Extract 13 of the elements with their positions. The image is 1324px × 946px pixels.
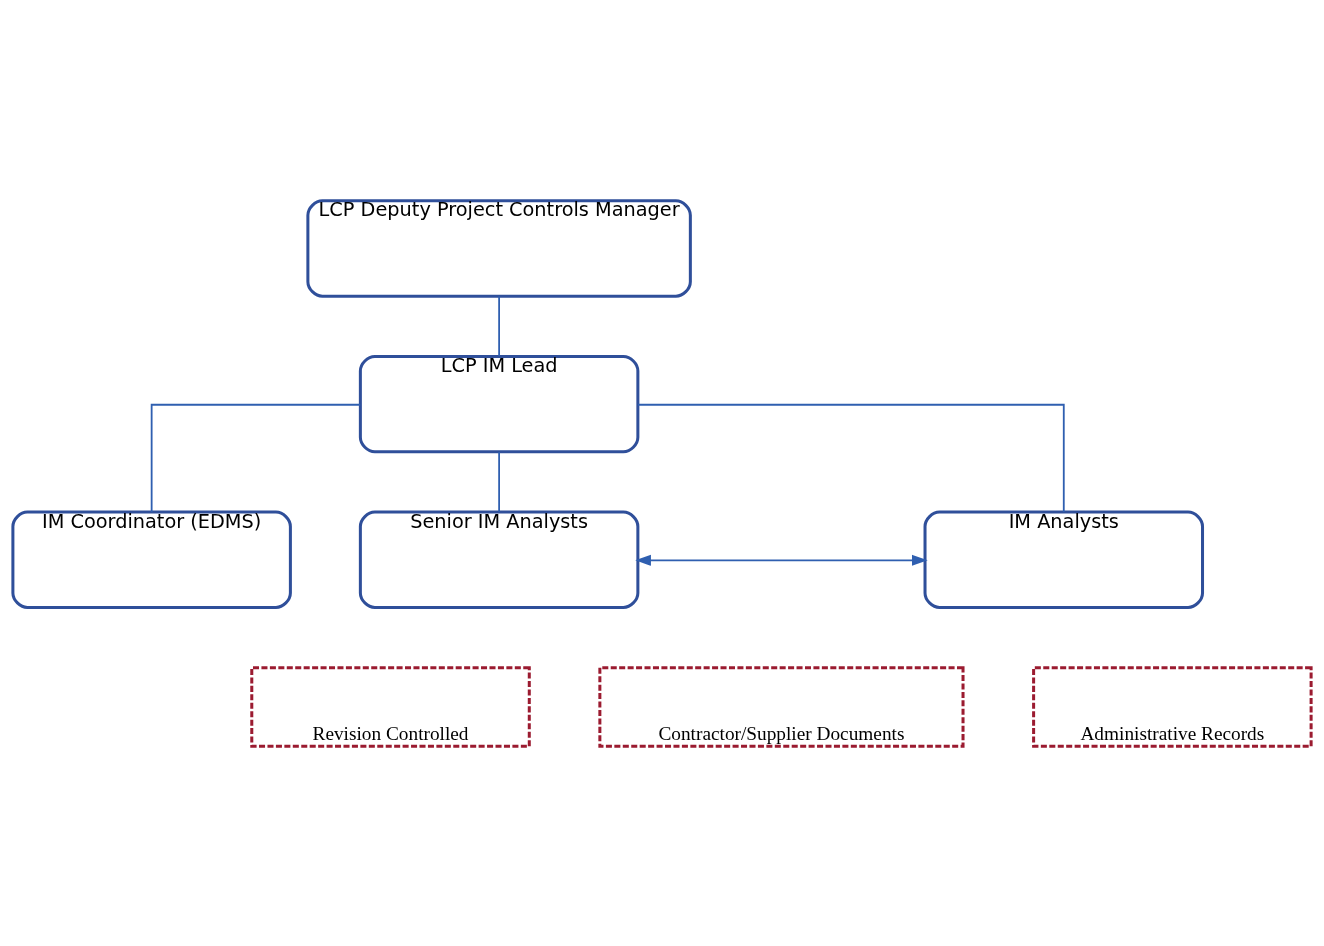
connector bbox=[637, 403, 1065, 513]
node-box: IM Coordinator (EDMS) bbox=[11, 510, 292, 609]
node-box: Senior IM Analysts bbox=[358, 510, 640, 609]
arrow bbox=[635, 554, 928, 566]
node-box: IM Analysts bbox=[923, 510, 1205, 609]
connector bbox=[498, 295, 501, 357]
connector bbox=[498, 450, 501, 513]
node-box: LCP IM Lead bbox=[358, 354, 640, 453]
node-box: LCP Deputy Project Controls Manager bbox=[306, 198, 692, 298]
node-box: Contractor/Supplier Documents bbox=[598, 665, 965, 748]
node-box: Revision Controlled bbox=[250, 665, 531, 748]
node-box: Administrative Records bbox=[1032, 665, 1313, 748]
connector bbox=[150, 403, 362, 513]
